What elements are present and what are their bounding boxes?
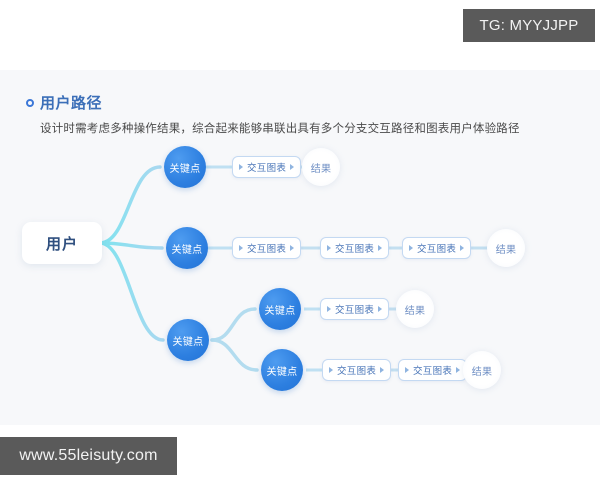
node-label: 关键点 [172, 336, 204, 348]
site-url-watermark: www.55leisuty.com [0, 437, 177, 475]
ring-icon [26, 98, 34, 107]
telegram-watermark: TG: MYYJJPP [463, 9, 595, 42]
node-key-point-1[interactable]: 关键点 [164, 146, 206, 188]
card-header: 用户路径 [26, 92, 102, 113]
caret-left-icon [409, 245, 413, 251]
node-label: 结果 [495, 244, 517, 256]
node-label: 用户 [45, 235, 78, 253]
caret-right-icon [378, 245, 383, 251]
node-step-2-3[interactable]: 交互图表 [402, 237, 472, 259]
node-label: 结果 [471, 366, 493, 378]
node-step-2-1[interactable]: 交互图表 [232, 237, 302, 259]
caret-right-icon [290, 164, 295, 170]
caret-right-icon [380, 367, 385, 373]
node-key-point-fork[interactable]: 关键点 [167, 319, 209, 361]
node-step-4-2[interactable]: 交互图表 [398, 359, 468, 381]
node-user-root[interactable]: 用户 [22, 222, 102, 264]
caret-left-icon [239, 164, 243, 170]
node-label: 交互图表 [337, 366, 377, 377]
caret-right-icon [290, 245, 295, 251]
node-label: 交互图表 [335, 244, 375, 255]
node-label: 交互图表 [417, 244, 457, 255]
node-label: 关键点 [169, 163, 201, 175]
caret-left-icon [327, 245, 331, 251]
node-label: 交互图表 [335, 305, 375, 316]
caret-left-icon [239, 245, 243, 251]
node-label: 交互图表 [413, 366, 453, 377]
node-label: 交互图表 [247, 163, 287, 174]
caret-right-icon [378, 306, 383, 312]
node-step-4-1[interactable]: 交互图表 [322, 359, 392, 381]
node-key-point-4[interactable]: 关键点 [261, 349, 303, 391]
caret-right-icon [456, 367, 461, 373]
node-result-2[interactable]: 结果 [487, 229, 525, 267]
node-label: 结果 [310, 163, 332, 175]
node-label: 交互图表 [247, 244, 287, 255]
node-result-1[interactable]: 结果 [302, 148, 340, 186]
node-key-point-3[interactable]: 关键点 [259, 288, 301, 330]
node-result-3[interactable]: 结果 [396, 290, 434, 328]
node-label: 关键点 [266, 366, 298, 378]
page-title: 用户路径 [40, 95, 103, 112]
node-step-2-2[interactable]: 交互图表 [320, 237, 390, 259]
card-subtitle: 设计时需考虑多种操作结果，综合起来能够串联出具有多个分支交互路径和图表用户体验路… [40, 123, 520, 135]
node-result-4[interactable]: 结果 [463, 351, 501, 389]
node-label: 关键点 [171, 244, 203, 256]
node-step-1-1[interactable]: 交互图表 [232, 156, 302, 178]
node-key-point-2[interactable]: 关键点 [166, 227, 208, 269]
user-path-diagram: 用户 关键点 交互图表 结果 关键点 交互图表 交互图表 [0, 70, 600, 425]
user-path-card: 用户路径 设计时需考虑多种操作结果，综合起来能够串联出具有多个分支交互路径和图表… [0, 70, 600, 425]
caret-left-icon [329, 367, 333, 373]
node-step-3-1[interactable]: 交互图表 [320, 298, 390, 320]
caret-left-icon [327, 306, 331, 312]
caret-right-icon [460, 245, 465, 251]
node-label: 关键点 [264, 305, 296, 317]
node-label: 结果 [404, 305, 426, 317]
caret-left-icon [405, 367, 409, 373]
